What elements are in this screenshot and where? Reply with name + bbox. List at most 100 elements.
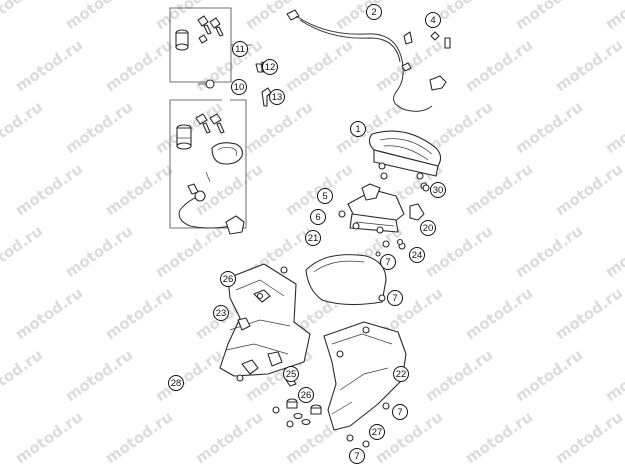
mounting-bracket (403, 31, 451, 49)
watermark-text: motod.ru (462, 408, 536, 467)
callout-7-3: 7 (392, 404, 408, 420)
callout-number: 7 (385, 257, 390, 268)
watermark-text: motod.ru (512, 98, 586, 157)
callout-5: 5 (317, 188, 333, 204)
callout-number: 28 (171, 378, 182, 389)
watermark-text: motod.ru (62, 0, 136, 33)
callout-27: 27 (369, 424, 385, 440)
screw-part (198, 79, 215, 89)
watermark-text: motod.ru (62, 346, 136, 405)
watermark-text: motod.ru (602, 222, 625, 281)
watermark-text: motod.ru (552, 36, 625, 95)
callout-30: 30 (430, 182, 446, 198)
watermark-text: motod.ru (552, 408, 625, 467)
callout-number: 24 (412, 250, 423, 261)
callout-20: 20 (420, 220, 436, 236)
watermark-text: motod.ru (12, 36, 86, 95)
watermark-text: motod.ru (152, 346, 226, 405)
watermark-text: motod.ru (602, 98, 625, 157)
watermark-text: motod.ru (192, 160, 266, 219)
watermark-text: motod.ru (282, 36, 356, 95)
watermark-text: motod.ru (192, 36, 266, 95)
callout-number: 12 (265, 62, 276, 73)
callout-22: 22 (393, 366, 409, 382)
watermark-text: motod.ru (102, 408, 176, 467)
watermark-text: motod.ru (512, 222, 586, 281)
watermark-text: motod.ru (552, 284, 625, 343)
callout-number: 20 (423, 223, 434, 234)
callout-number: 11 (235, 44, 245, 55)
watermark-text: motod.ru (602, 346, 625, 405)
callout-number: 10 (234, 82, 245, 93)
lock-set-group (169, 99, 247, 235)
callout-number: 25 (286, 369, 297, 380)
callout-number: 4 (430, 15, 435, 26)
callout-number: 26 (301, 390, 312, 401)
callout-2: 2 (366, 4, 382, 20)
watermark-text: motod.ru (422, 346, 496, 405)
wiring-harness (286, 9, 447, 112)
watermark-text: motod.ru (0, 346, 46, 405)
callout-7-2: 7 (387, 290, 403, 306)
callout-number: 5 (322, 191, 327, 202)
callout-number: 7 (397, 407, 402, 418)
watermark-text: motod.ru (102, 36, 176, 95)
callout-13: 13 (269, 89, 285, 105)
ignition-key-set (169, 7, 252, 83)
callout-6: 6 (310, 209, 326, 225)
fastener-group (272, 377, 370, 448)
callout-25: 25 (283, 366, 299, 382)
callout-number: 27 (372, 427, 383, 438)
callout-7-4: 7 (349, 448, 365, 464)
watermark-text: motod.ru (512, 0, 586, 33)
callout-number: 7 (392, 293, 397, 304)
watermark-text: motod.ru (462, 160, 536, 219)
watermark-text: motod.ru (602, 0, 625, 33)
callout-28: 28 (168, 375, 184, 391)
watermark-text: motod.ru (0, 222, 46, 281)
watermark-text: motod.ru (242, 98, 316, 157)
callout-number: 7 (354, 451, 359, 462)
callout-number: 13 (272, 92, 283, 103)
callout-26-2: 26 (298, 387, 314, 403)
watermark-text: motod.ru (62, 222, 136, 281)
callout-number: 21 (308, 233, 319, 244)
callout-7-1: 7 (380, 254, 396, 270)
watermark-text: motod.ru (102, 284, 176, 343)
watermark-text: motod.ru (12, 284, 86, 343)
right-side-fairing (323, 321, 407, 442)
callout-1: 1 (350, 121, 366, 137)
windscreen (305, 254, 387, 306)
watermark-text: motod.ru (462, 36, 536, 95)
callout-10: 10 (231, 79, 247, 95)
left-side-fairing (219, 263, 311, 382)
watermark-text: motod.ru (12, 160, 86, 219)
callout-number: 2 (371, 7, 376, 18)
watermark-text: motod.ru (552, 160, 625, 219)
callout-number: 6 (315, 212, 320, 223)
callout-number: 23 (216, 308, 227, 319)
cluster-mount (338, 183, 430, 250)
watermark-text: motod.ru (372, 408, 446, 467)
watermark-text: motod.ru (242, 0, 316, 33)
callout-number: 30 (433, 185, 444, 196)
callout-number: 1 (355, 124, 360, 135)
watermark-text: motod.ru (0, 98, 46, 157)
watermark-text: motod.ru (12, 408, 86, 467)
watermark-text: motod.ru (192, 408, 266, 467)
callout-4: 4 (425, 12, 441, 28)
watermark-text: motod.ru (152, 0, 226, 33)
watermark-text: motod.ru (0, 0, 46, 33)
watermark-text: motod.ru (462, 284, 536, 343)
callout-26-1: 26 (220, 271, 236, 287)
callout-number: 26 (223, 274, 234, 285)
watermark-text: motod.ru (102, 160, 176, 219)
watermark-text: motod.ru (512, 346, 586, 405)
callout-12: 12 (262, 59, 278, 75)
callout-24: 24 (409, 247, 425, 263)
callout-11: 11 (232, 41, 248, 57)
watermark-text: motod.ru (152, 222, 226, 281)
